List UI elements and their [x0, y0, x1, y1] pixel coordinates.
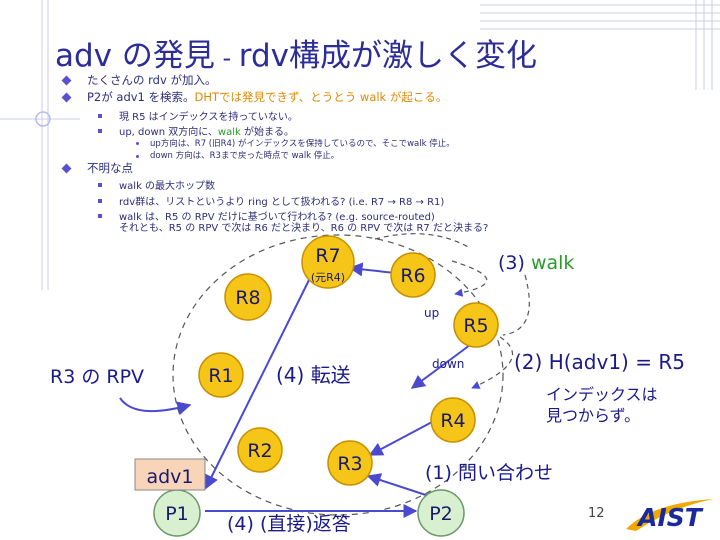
- node-r7-sublabel: (元R4): [311, 271, 345, 284]
- bullet-item: walk の最大ホップ数: [119, 181, 216, 192]
- node-r4-label: R4: [440, 410, 465, 432]
- peer-p2: P2: [417, 489, 465, 537]
- node-r6: R6: [390, 252, 436, 298]
- walk-arrow-up: [451, 260, 488, 297]
- page-number: 12: [588, 506, 605, 521]
- peer-p1-label: P1: [165, 503, 189, 525]
- node-r3-label: R3: [337, 453, 362, 475]
- arrow-r7-p1: [205, 277, 311, 490]
- rpv-label: R3 の RPV: [50, 366, 145, 388]
- walk-word: walk: [530, 252, 575, 274]
- node-r6-label: R6: [400, 265, 425, 287]
- bullet-marker: [98, 183, 102, 187]
- svg-text:AIST: AIST: [636, 503, 704, 532]
- title-main: adv の発見: [55, 38, 215, 74]
- arrow-r4-r3: [368, 421, 433, 456]
- bullet-marker: [98, 199, 102, 203]
- bullet-highlight: walk: [217, 127, 241, 138]
- bullet-item: 現 R5 はインデックスを持っていない。: [119, 112, 298, 123]
- up-label: up: [424, 306, 440, 320]
- bullet-item: 不明な点: [87, 161, 133, 175]
- bullet-item: up, down 双方向に、walk が始まる。: [119, 123, 294, 138]
- bullet-item: walk は、R5 の RPV だけに基づいて行われる? (e.g. sourc…: [119, 212, 435, 223]
- bullet-text: up, down 双方向に、: [119, 127, 218, 138]
- reply-label: (4) (直接)返答: [227, 513, 351, 535]
- down-label: down: [432, 357, 465, 371]
- walk-label: (3) walk: [498, 252, 574, 274]
- not-found-line1: インデックスは: [546, 385, 658, 404]
- not-found-line2: 見つからず。: [546, 406, 641, 425]
- walk-arrow-walk-label: [502, 274, 530, 336]
- walk-step-number: (3): [498, 252, 531, 274]
- bullet-marker: [98, 129, 102, 133]
- title-separator: -: [214, 44, 239, 72]
- node-r4: R4: [430, 397, 476, 443]
- page-title: adv の発見 - rdv構成が激しく変化: [55, 30, 537, 75]
- peer-p1: P1: [153, 489, 201, 537]
- node-r8-label: R8: [235, 287, 260, 309]
- query-label: (1) 問い合わせ: [425, 462, 553, 484]
- node-r1-label: R1: [208, 365, 233, 387]
- arrow-r6-r7: [348, 262, 396, 277]
- bullet-item: up方向は、R7 (旧R4) がインデックスを保持しているので、そこでwalk …: [150, 139, 455, 149]
- node-r3: R3: [327, 440, 373, 486]
- bullet-highlight: DHTでは発見できず、とうとう walk が起こる。: [194, 90, 448, 104]
- bullet-marker: [98, 114, 102, 118]
- node-r2-label: R2: [247, 440, 272, 462]
- node-r5-label: R5: [463, 315, 488, 337]
- walk-arrow-down: [471, 336, 513, 389]
- hash-label: (2) H(adv1) = R5: [514, 350, 685, 374]
- arrow-p2-r3: [366, 473, 436, 499]
- bullet-item: P2が adv1 を検索。DHTでは発見できず、とうとう walk が起こる。: [87, 89, 447, 105]
- bullet-item: それとも、R5 の RPV で次は R6 だと決まり、R6 の RPV で次は …: [119, 223, 489, 234]
- rdv-ring: [172, 234, 504, 516]
- adv-box-label: adv1: [146, 466, 193, 488]
- node-r1: R1: [198, 352, 244, 398]
- bullet-marker: [98, 214, 102, 218]
- node-r7: R7 (元R4): [301, 235, 355, 289]
- bullet-text: P2が adv1 を検索。: [87, 90, 195, 104]
- walk-arrow-top: [374, 233, 471, 249]
- bullet-marker: [136, 142, 139, 145]
- bullet-item: たくさんの rdv が加入。: [87, 73, 217, 87]
- node-r8: R8: [224, 273, 272, 321]
- title-sub: rdv構成が激しく変化: [238, 38, 538, 74]
- bullet-item: down 方向は、R3まで戻った時点で walk 停止。: [150, 151, 340, 161]
- adv-box: adv1: [134, 458, 206, 491]
- bullet-marker: [136, 155, 139, 158]
- background-grid: [0, 0, 720, 290]
- bullet-item: rdv群は、リストというより ring として扱われる? (i.e. R7 → …: [119, 197, 445, 208]
- aist-logo: AIST: [626, 499, 714, 532]
- node-r7-label: R7: [315, 245, 340, 267]
- transfer-label: (4) 転送: [276, 363, 351, 387]
- rpv-arrow: [119, 397, 192, 416]
- peer-p2-label: P2: [429, 503, 453, 525]
- node-r5: R5: [453, 302, 499, 348]
- node-r2: R2: [237, 427, 283, 473]
- arrow-r5-r4: [410, 344, 471, 389]
- bullet-text: が始まる。: [240, 127, 294, 138]
